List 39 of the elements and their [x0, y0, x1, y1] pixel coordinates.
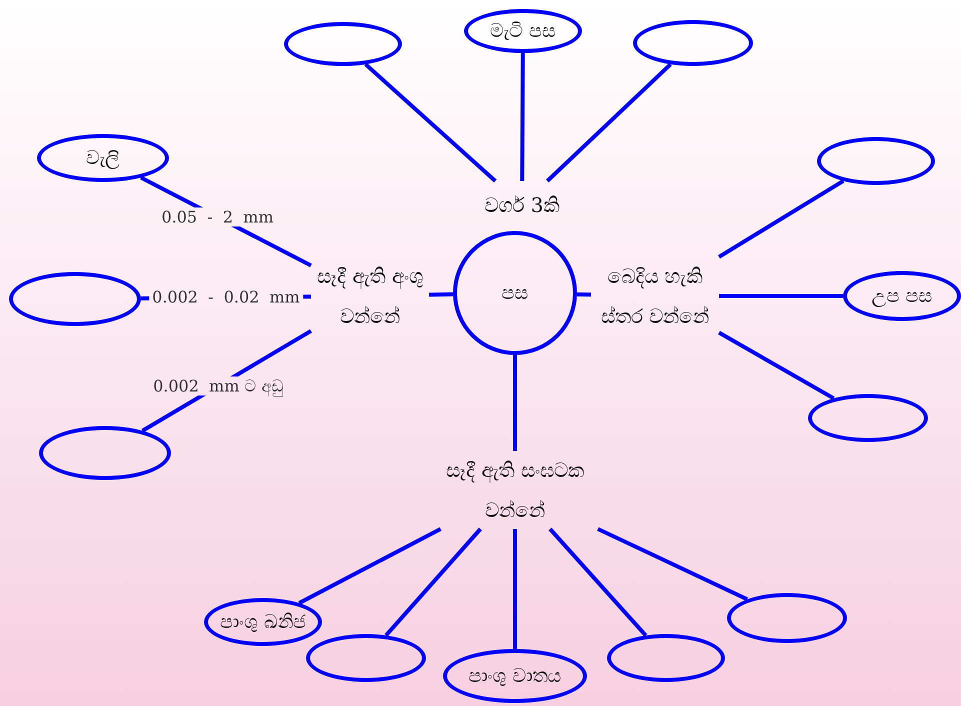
node-label: පස — [502, 282, 528, 304]
category-label: සෑදී ඇති සංඝටක වන්නේ — [445, 457, 585, 524]
oval-node — [817, 137, 935, 185]
connector-line — [576, 292, 592, 297]
oval-node — [306, 634, 426, 682]
category-label: වර්ග 3කි — [484, 192, 560, 219]
connector-line — [520, 52, 525, 181]
oval-node — [443, 649, 587, 703]
node-label: උප පස — [871, 284, 933, 308]
connector-line — [597, 527, 748, 602]
oval-node — [808, 394, 928, 442]
connector-line — [364, 62, 497, 182]
oval-node — [727, 593, 847, 643]
node-label: වැලි — [86, 146, 120, 170]
oval-node — [39, 426, 171, 480]
connector-line — [513, 355, 517, 451]
oval-node — [633, 20, 753, 66]
category-label: සෑදී ඇති අංශු වන්නේ — [316, 263, 424, 330]
connector-line — [298, 527, 442, 605]
connector-line — [718, 330, 835, 400]
category-label: බෙදිය හැකි ස්තර වන්නේ — [600, 263, 710, 330]
oval-node — [607, 634, 725, 682]
oval-node — [9, 272, 141, 326]
connector-line — [428, 292, 454, 297]
connector-line — [718, 179, 844, 259]
center-circle — [453, 231, 577, 355]
connector-line — [546, 62, 672, 182]
oval-node — [204, 598, 322, 646]
connector-line — [548, 528, 648, 637]
connector-line — [384, 528, 482, 637]
node-label: පාංශු වාතය — [468, 664, 562, 688]
oval-node — [37, 134, 169, 182]
connector-line — [719, 294, 843, 298]
connector-line — [513, 529, 517, 649]
node-label: මැටි පස — [490, 20, 556, 42]
oval-node — [464, 9, 582, 53]
node-label: පාංශු ඛනිජ — [220, 610, 306, 634]
oval-node — [284, 22, 402, 66]
oval-node — [843, 271, 961, 321]
